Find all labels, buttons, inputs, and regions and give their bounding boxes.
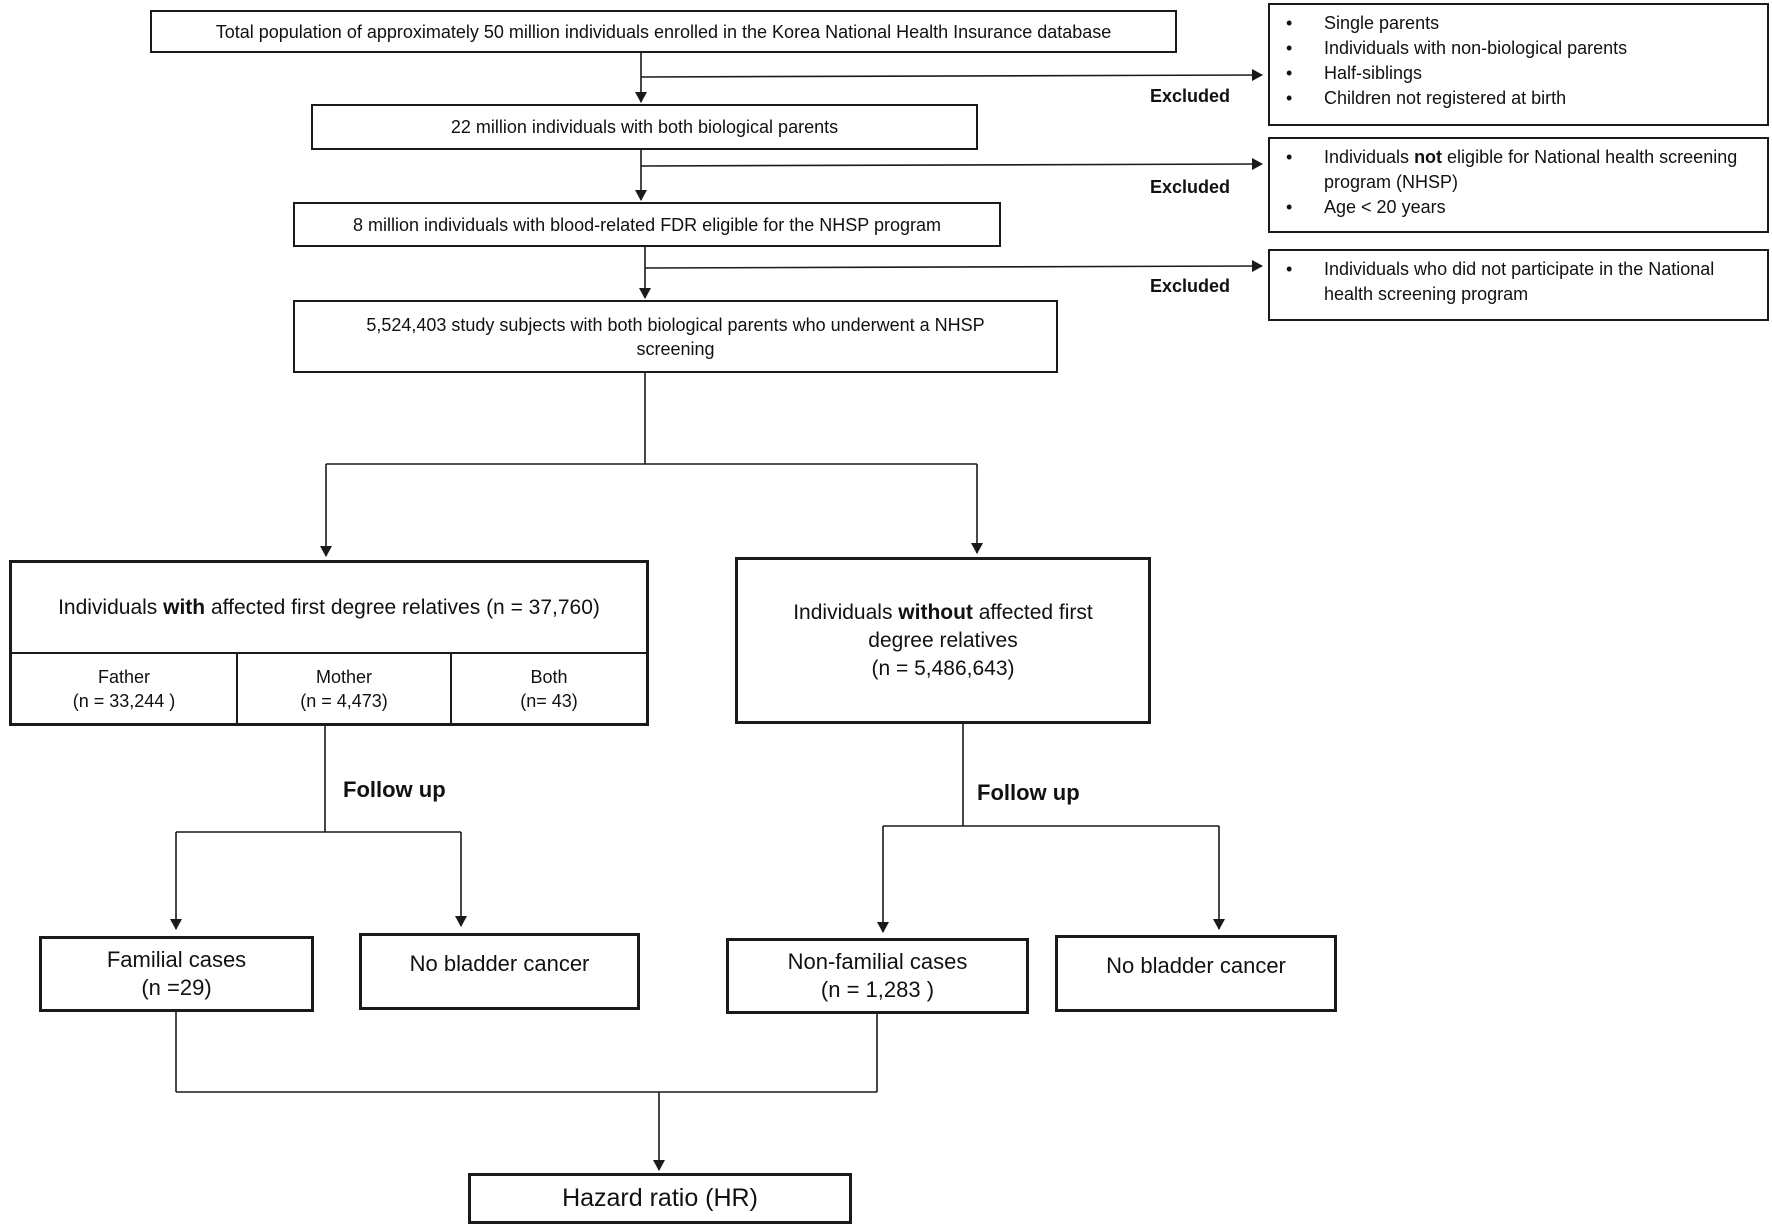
exclusion-1-item: Half-siblings [1282,61,1757,86]
excluded-label-3: Excluded [1150,276,1231,296]
fdr-eligible-box: 8 million individuals with blood-related… [293,202,1001,247]
nonfamilial-cases-box: Non-familial cases (n = 1,283 ) [726,938,1029,1014]
father-count: (n = 33,244 ) [72,690,176,711]
study-subjects-text: 5,524,403 study subjects with both biolo… [366,314,985,359]
study-subjects-box: 5,524,403 study subjects with both biolo… [293,300,1058,373]
with-affected-title: Individuals with affected first degree r… [58,595,600,619]
exclusion-2-item-eligibility: Individuals not eligible for National he… [1282,145,1757,195]
nonfamilial-cases-count: (n = 1,283 ) [820,977,935,1002]
biological-parents-text: 22 million individuals with both biologi… [450,117,839,137]
hazard-ratio-label: Hazard ratio (HR) [562,1184,758,1212]
no-bladder-cancer-box-right: No bladder cancer [1055,935,1337,1012]
exclusion-box-2: Individuals not eligible for National he… [1268,137,1769,233]
both-count: (n= 43) [520,690,578,711]
exclusion-3-item: Individuals who did not participate in t… [1282,257,1757,307]
excluded-label-2: Excluded [1150,177,1231,197]
both-label: Both [530,666,568,687]
father-cell: Father (n = 33,244 ) [12,654,236,723]
familial-cases-box: Familial cases (n =29) [39,936,314,1012]
familial-cases-label: Familial cases [106,947,247,972]
exclusion-2-item-age: Age < 20 years [1282,195,1757,220]
total-population-box: Total population of approximately 50 mil… [150,10,1177,53]
hazard-ratio-box: Hazard ratio (HR) [468,1173,852,1224]
nonfamilial-cases-label: Non-familial cases [787,949,968,974]
exclusion-1-item: Single parents [1282,11,1757,36]
with-affected-group-box: Individuals with affected first degree r… [9,560,649,726]
without-affected-count: (n = 5,486,643) [871,656,1015,680]
no-bladder-cancer-label: No bladder cancer [409,951,590,976]
excluded-label-1: Excluded [1150,86,1231,106]
fdr-eligible-text: 8 million individuals with blood-related… [353,214,941,235]
follow-up-label-left: Follow up [343,777,446,802]
no-bladder-cancer-box-left: No bladder cancer [359,933,640,1010]
follow-up-label-right: Follow up [977,780,1080,805]
familial-cases-count: (n =29) [141,975,212,1000]
no-bladder-cancer-label: No bladder cancer [1106,953,1286,978]
father-label: Father [97,666,151,687]
exclusion-box-1: Single parents Individuals with non-biol… [1268,3,1769,126]
mother-label: Mother [315,666,373,687]
exclusion-1-item: Children not registered at birth [1282,86,1757,111]
total-population-text: Total population of approximately 50 mil… [215,21,1112,42]
exclusion-1-item: Individuals with non-biological parents [1282,36,1757,61]
exclusion-box-3: Individuals who did not participate in t… [1268,249,1769,321]
mother-cell: Mother (n = 4,473) [238,654,450,723]
biological-parents-box: 22 million individuals with both biologi… [311,104,978,150]
both-cell: Both (n= 43) [452,654,646,723]
mother-count: (n = 4,473) [300,690,388,711]
without-affected-group-box: Individuals without affected first degre… [735,557,1151,724]
